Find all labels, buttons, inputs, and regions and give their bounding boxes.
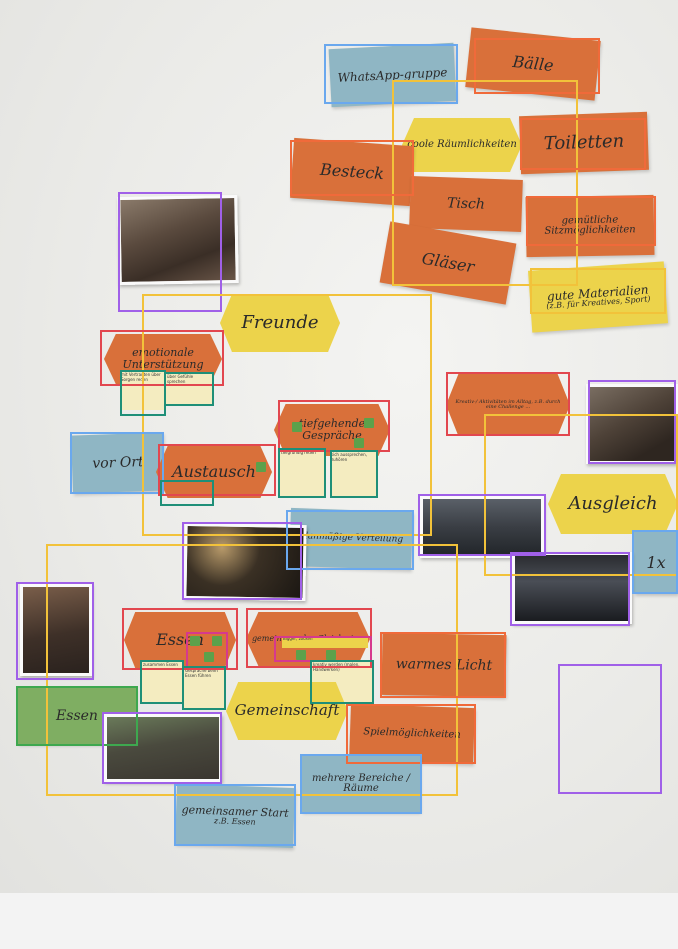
sticky-tiefgruendig: tiefgründig reden [280,450,324,496]
photo-gym [420,496,544,558]
sticky-essen-zusammen: zusammen Essen [142,662,182,702]
photo-wall: WhatsApp-gruppe Bälle coole Räumlichkeit… [0,0,678,893]
sticky-sich-aussprechen: sich aussprechen, zuhören [330,452,376,496]
sticky-sich-aussprechen-text: sich aussprechen, zuhören [331,452,367,462]
card-gemeinsamer-start: gemeinsamer Start z.B. Essen [174,783,296,849]
card-whatsapp: WhatsApp-gruppe [328,42,457,108]
sticky-bigger: Bigger, zocken [282,636,368,648]
card-besteck: Besteck [290,137,414,207]
photo-cinema [512,552,632,624]
card-baelle: Bälle [465,27,601,101]
card-baelle-text: Bälle [511,51,555,75]
vote-dot [326,650,336,660]
card-kreative-aktivitaeten-text: Kreativ-/ Aktivitäten im Alltag, z.B. du… [455,398,561,410]
card-mehrere-bereiche: mehrere Bereiche / Räume [302,756,420,812]
card-gute-materialien: gute Materialien (z.B. für Kreatives, Sp… [528,261,668,333]
sticky-essen-gespraeche-text: Gespräche beim Essen führen [185,668,218,678]
card-mehrere-bereiche-text: mehrere Bereiche / Räume [311,772,411,794]
annotation-box [558,664,662,794]
card-glaeser-text: Gläser [420,248,476,277]
vote-dot [212,636,222,646]
sticky-tiefgruendig-text: tiefgründig reden [281,450,316,455]
card-spielmoeglichkeiten-text: Spielmöglichkeiten [363,726,461,741]
card-tisch-text: Tisch [446,195,486,213]
card-toiletten: Toiletten [519,111,649,175]
card-essen-green-text: Essen [56,707,98,724]
card-coole-raeumlichkeiten: coole Räumlichkeiten [402,118,522,172]
vote-dot [364,418,374,428]
card-gemeinsamer-start-sub: z.B. Essen [213,815,256,827]
vote-dot [190,636,200,646]
sticky-ueber-gefuehle-text: über Gefühle sprechen [167,374,194,384]
card-planmaessige-verteilung: Planmäßige Verteilung [289,507,413,571]
photo-group-room [586,384,678,464]
sticky-bigger-text: Bigger, zocken [283,636,313,641]
vote-dot [292,422,302,432]
sticky-ueber-gefuehle: über Gefühle sprechen [166,374,212,406]
card-gemeinschaft-text: Gemeinschaft [234,701,340,720]
card-onex-text: 1x [646,552,666,572]
card-gemuetliche-sitz-text: gemütliche Sitzmöglichkeiten [544,214,636,237]
card-tiefgehende-gespraeche-text: tiefgehende Gespräche [298,417,366,442]
photo-party-lights [183,522,307,602]
photo-table-group [20,584,92,676]
card-glaeser: Gläser [379,221,517,305]
card-tisch: Tisch [409,176,523,232]
card-onex: 1x [634,532,678,594]
card-vor-ort: vor Ort [71,432,165,494]
card-warmes-licht-text: warmes Licht [395,655,493,674]
card-austausch: Austausch [156,446,272,498]
card-whatsapp-text: WhatsApp-gruppe [337,64,448,85]
sticky-kreativ-text: kreativ werden (malen, Handwerken) [313,662,360,672]
sticky-mit-vertrauten-text: mit Vertrauten über Sorgen reden [121,372,161,382]
vote-dot [256,462,266,472]
card-toiletten-text: Toiletten [543,130,625,154]
footer-bar [0,893,678,949]
sticky-essen-gespraeche: Gespräche beim Essen führen [184,668,224,708]
photo-friends-sofa [117,194,239,286]
card-freunde-text: Freunde [241,311,319,333]
card-emotionale-unterstuetzung-text: emotionale Unterstützung [122,346,204,371]
sticky-essen-zusammen-text: zusammen Essen [143,662,178,667]
card-ausgleich: Ausgleich [548,474,678,534]
card-coole-raeumlichkeiten-text: coole Räumlichkeiten [407,138,517,150]
vote-dot [354,438,364,448]
card-gemuetliche-sitz: gemütliche Sitzmöglichkeiten [525,194,655,258]
card-austausch-text: Austausch [172,461,256,481]
card-ausgleich-text: Ausgleich [568,492,658,514]
vote-dot [296,650,306,660]
card-warmes-licht: warmes Licht [381,632,507,698]
card-freunde: Freunde [220,294,340,352]
card-besteck-text: Besteck [319,159,385,183]
vote-dot [204,652,214,662]
card-kreative-aktivitaeten: Kreativ-/ Aktivitäten im Alltag, z.B. du… [446,374,570,436]
card-gemeinschaft: Gemeinschaft [226,682,348,740]
card-vor-ort-text: vor Ort [92,453,144,472]
card-planmaessige-verteilung-text: Planmäßige Verteilung [298,531,404,546]
sticky-mit-vertrauten: mit Vertrauten über Sorgen reden [120,372,164,410]
photo-outdoor-group [104,714,222,782]
